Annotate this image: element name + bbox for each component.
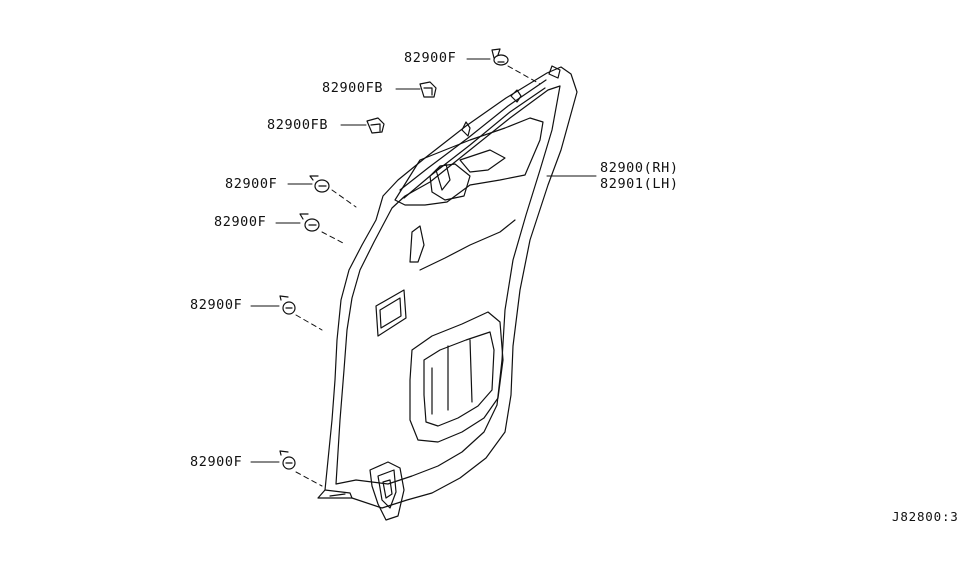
callout-label: 82900FB [322, 80, 384, 96]
clip-82900fb-upper-icon [419, 81, 437, 98]
dashed-install-lines [295, 65, 541, 487]
clip-82900f-top-icon [491, 48, 509, 66]
clip-82900f-3-icon [299, 213, 320, 232]
part-label-lh: 82901(LH) [600, 176, 679, 192]
callout-label: 82900F [214, 214, 267, 230]
callout-label: 82900F [404, 50, 457, 66]
clip-82900f-5-icon [279, 450, 296, 470]
part-label-rh: 82900(RH) [600, 160, 679, 176]
callout-label: 82900FB [267, 117, 329, 133]
clip-82900f-2-icon [309, 175, 330, 193]
clip-82900fb-lower-icon [366, 117, 385, 134]
callout-label: 82900F [190, 297, 243, 313]
diagram-reference-code: J82800:3 [892, 509, 959, 524]
callout-label: 82900F [190, 454, 243, 470]
callout-label: 82900F [225, 176, 278, 192]
door-finisher-panel [317, 65, 578, 521]
leader-lines [250, 58, 597, 463]
clip-82900f-4-icon [279, 295, 296, 315]
